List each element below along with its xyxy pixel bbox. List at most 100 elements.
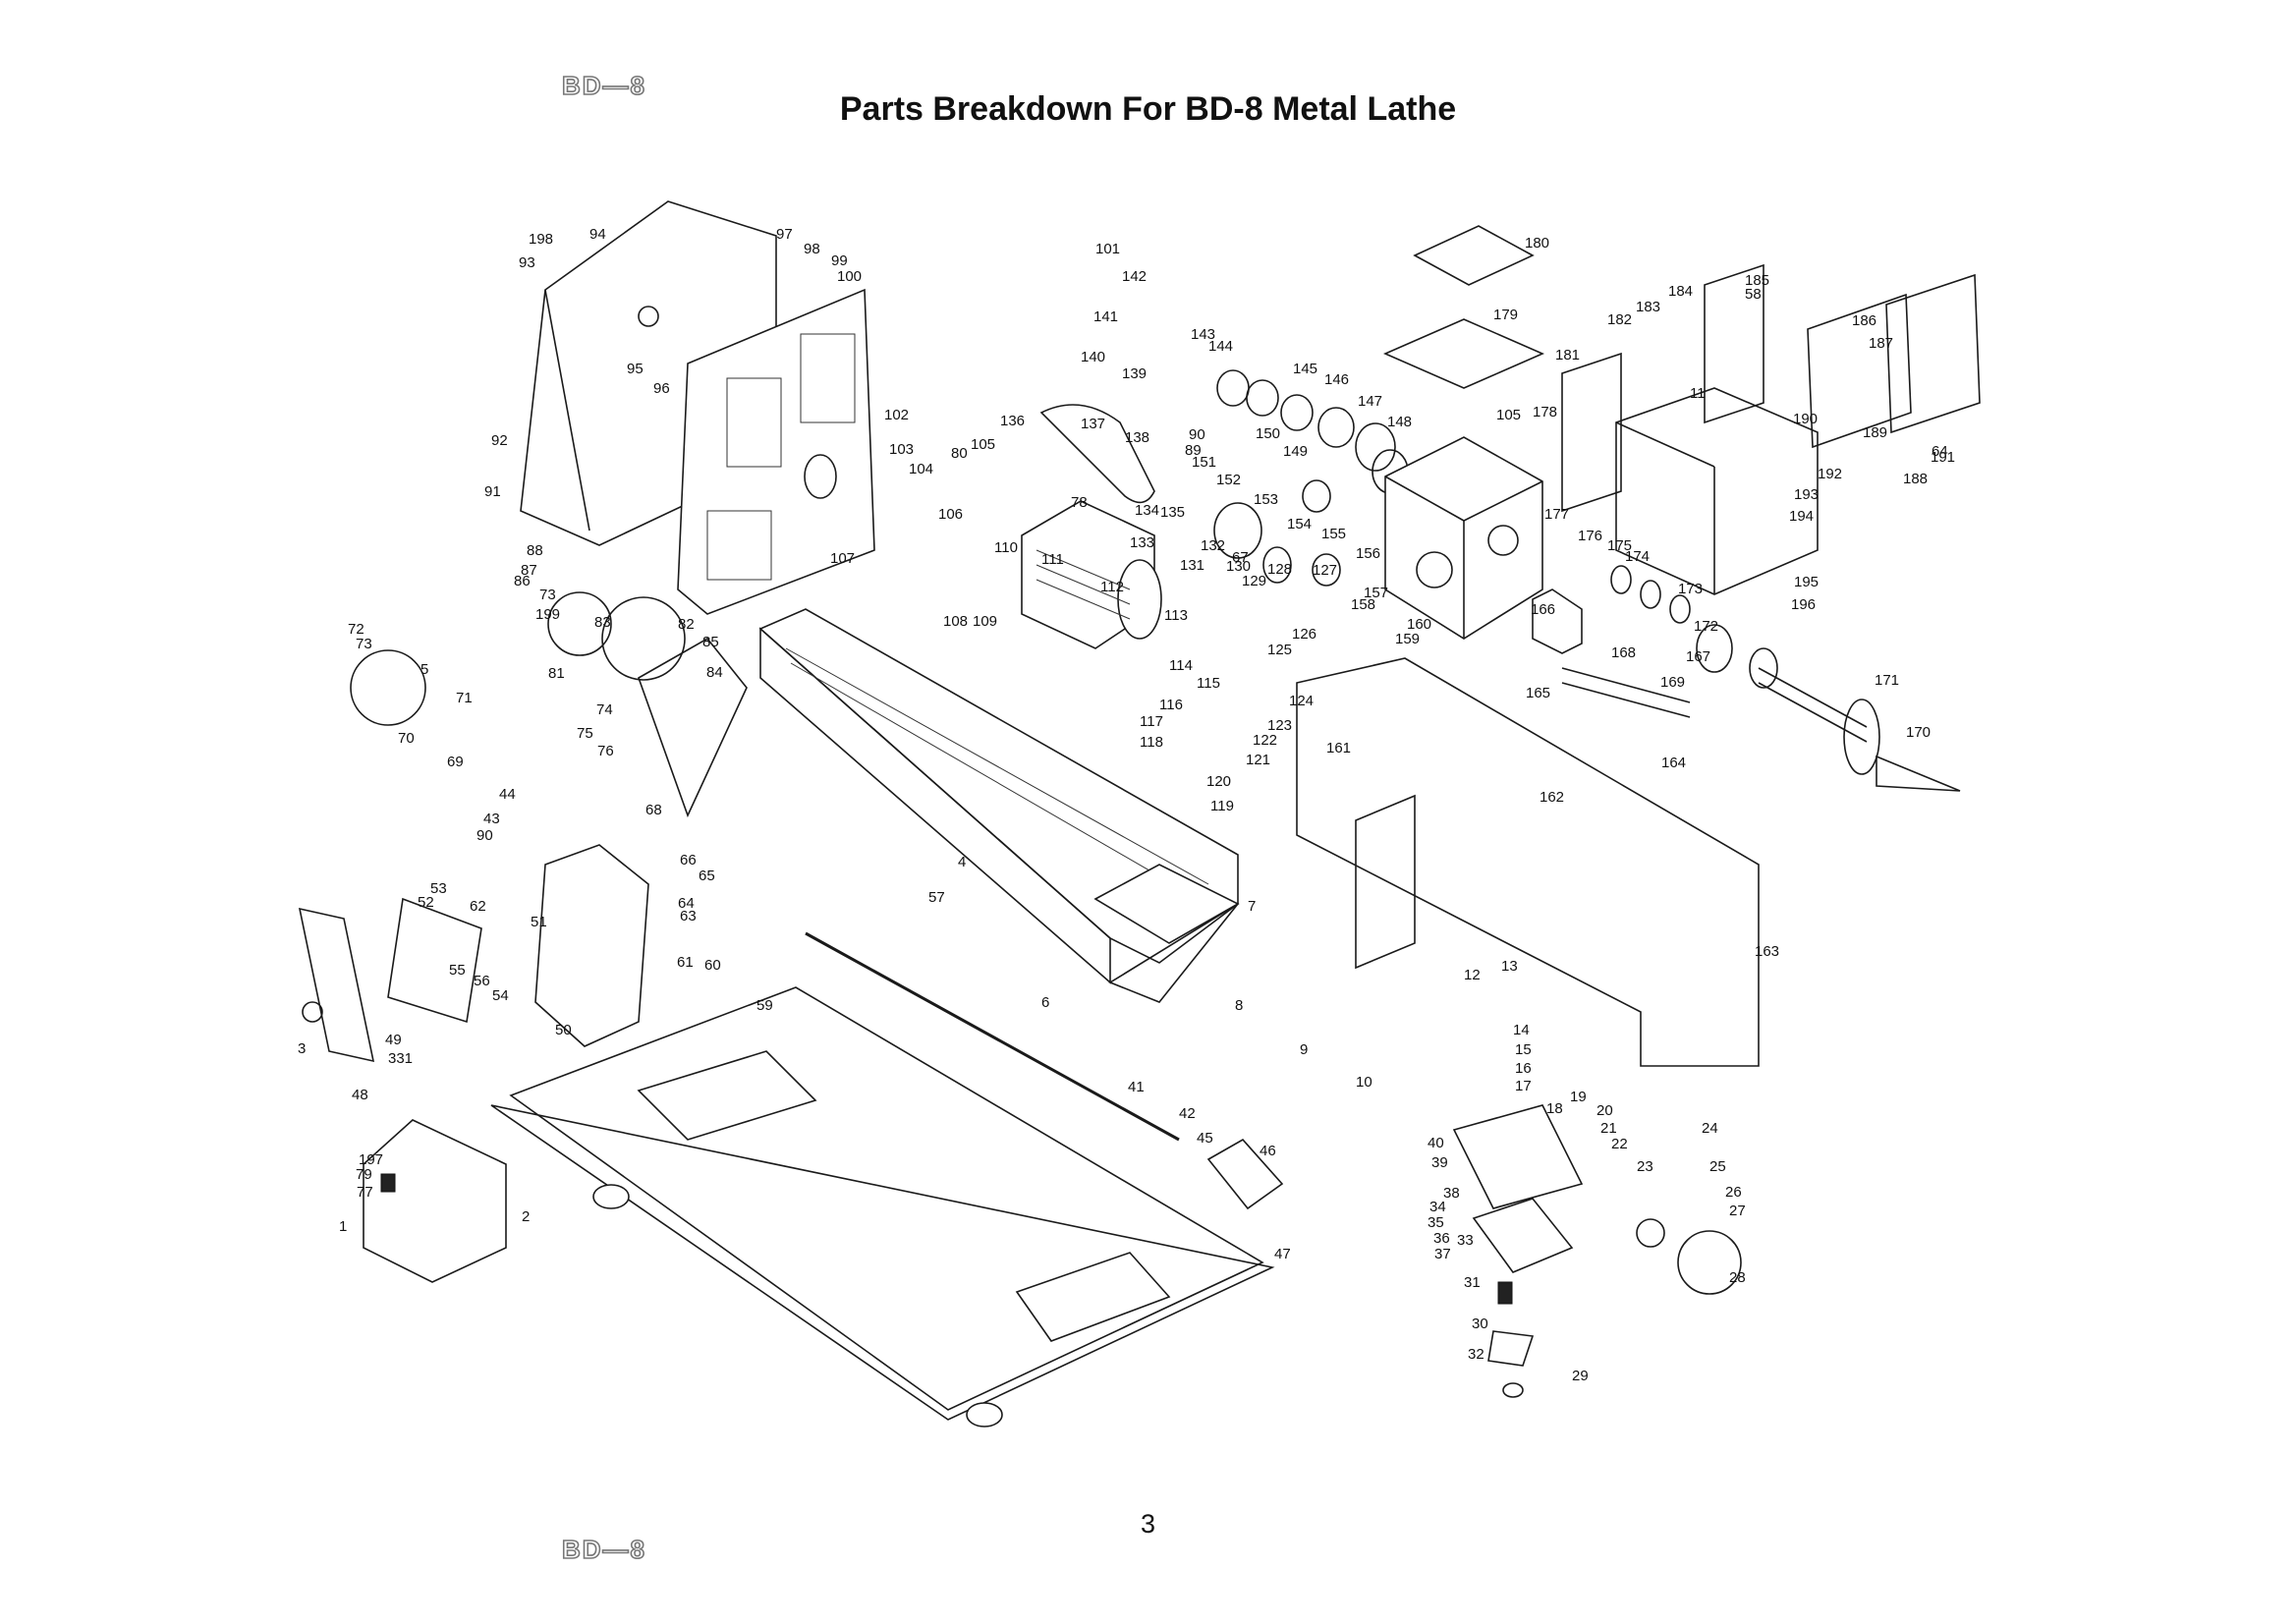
part-number-195: 195 (1794, 574, 1819, 590)
part-number-46: 46 (1260, 1143, 1276, 1159)
part-number-4: 4 (958, 854, 966, 870)
part-number-57: 57 (928, 889, 945, 906)
part-number-52: 52 (418, 894, 434, 911)
part-number-71: 71 (456, 690, 473, 706)
part-number-34: 34 (1429, 1199, 1446, 1215)
part-number-83: 83 (594, 614, 611, 631)
part-number-94: 94 (589, 226, 606, 243)
part-number-39: 39 (1431, 1154, 1448, 1171)
lead-screw (805, 931, 1284, 1210)
part-number-89: 89 (1185, 442, 1202, 459)
part-number-139: 139 (1122, 365, 1147, 382)
part-number-96: 96 (653, 380, 670, 397)
part-number-151: 151 (1192, 454, 1216, 471)
part-number-180: 180 (1525, 235, 1549, 252)
part-number-172: 172 (1694, 618, 1718, 635)
part-number-97: 97 (776, 226, 793, 243)
part-number-90: 90 (1189, 426, 1205, 443)
part-number-77: 77 (357, 1184, 373, 1201)
part-number-186: 186 (1852, 312, 1876, 329)
part-number-141: 141 (1093, 308, 1118, 325)
part-number-102: 102 (884, 407, 909, 423)
part-number-194: 194 (1789, 508, 1814, 525)
part-number-82: 82 (678, 616, 695, 633)
part-number-23: 23 (1637, 1158, 1653, 1175)
part-number-189: 189 (1863, 424, 1887, 441)
page-title: Parts Breakdown For BD-8 Metal Lathe (839, 90, 1457, 128)
part-number-196: 196 (1791, 596, 1816, 613)
part-number-158: 158 (1351, 596, 1375, 613)
part-number-174: 174 (1625, 548, 1650, 565)
part-number-108: 108 (943, 613, 968, 630)
part-number-81: 81 (548, 665, 565, 682)
part-number-51: 51 (531, 914, 547, 930)
part-number-113: 113 (1164, 607, 1188, 624)
part-number-107: 107 (830, 550, 855, 567)
part-number-69: 69 (447, 754, 464, 770)
lathe-bed (758, 608, 1240, 1003)
part-number-27: 27 (1729, 1203, 1746, 1219)
motor (1021, 500, 1162, 649)
part-number-117: 117 (1140, 713, 1163, 730)
part-number-98: 98 (804, 241, 820, 257)
part-number-120: 120 (1206, 773, 1231, 790)
part-number-134: 134 (1135, 502, 1159, 519)
part-number-164: 164 (1661, 755, 1686, 771)
part-number-14: 14 (1513, 1022, 1530, 1038)
part-number-104: 104 (909, 461, 933, 477)
part-number-63: 63 (680, 908, 697, 924)
part-number-44: 44 (499, 786, 516, 803)
part-number-41: 41 (1128, 1079, 1145, 1095)
part-number-26: 26 (1725, 1184, 1742, 1201)
part-number-143: 143 (1191, 326, 1215, 343)
part-number-73: 73 (356, 636, 372, 652)
part-number-162: 162 (1540, 789, 1564, 806)
part-number-1: 1 (339, 1218, 347, 1235)
part-number-15: 15 (1515, 1041, 1532, 1058)
part-number-49: 49 (385, 1032, 402, 1048)
part-number-190: 190 (1793, 411, 1818, 427)
part-number-135: 135 (1160, 504, 1185, 521)
part-number-32: 32 (1468, 1346, 1484, 1363)
part-number-166: 166 (1531, 601, 1555, 618)
part-number-198: 198 (529, 231, 553, 248)
part-number-33: 33 (1457, 1232, 1474, 1249)
part-number-127: 127 (1313, 562, 1337, 579)
part-number-30: 30 (1472, 1316, 1488, 1332)
part-number-64: 64 (1932, 443, 1948, 460)
part-number-45: 45 (1197, 1130, 1213, 1147)
part-number-66: 66 (680, 852, 697, 868)
part-number-5: 5 (420, 661, 428, 678)
part-number-62: 62 (470, 898, 486, 915)
spindle-shaft (1532, 565, 1961, 792)
part-number-119: 119 (1210, 798, 1234, 814)
part-number-28: 28 (1729, 1269, 1746, 1286)
part-number-116: 116 (1159, 697, 1183, 713)
part-number-146: 146 (1324, 371, 1349, 388)
part-number-10: 10 (1356, 1074, 1372, 1091)
part-number-149: 149 (1283, 443, 1308, 460)
part-number-114: 114 (1169, 657, 1193, 674)
part-number-58: 58 (1745, 286, 1762, 303)
part-number-53: 53 (430, 880, 447, 897)
part-number-61: 61 (677, 954, 694, 971)
part-number-99: 99 (831, 252, 848, 269)
part-number-192: 192 (1818, 466, 1842, 482)
part-number-35: 35 (1428, 1214, 1444, 1231)
part-number-145: 145 (1293, 361, 1317, 377)
part-number-20: 20 (1596, 1102, 1613, 1119)
part-number-126: 126 (1292, 626, 1316, 643)
part-number-130: 130 (1226, 558, 1251, 575)
part-number-152: 152 (1216, 472, 1241, 488)
part-number-105: 105 (971, 436, 995, 453)
control-panel (298, 897, 482, 1063)
part-number-110: 110 (994, 539, 1018, 556)
part-number-142: 142 (1122, 268, 1147, 285)
part-number-199: 199 (535, 606, 560, 623)
part-number-184: 184 (1668, 283, 1693, 300)
part-number-163: 163 (1755, 943, 1779, 960)
part-number-112: 112 (1100, 579, 1124, 595)
part-number-167: 167 (1686, 648, 1710, 665)
